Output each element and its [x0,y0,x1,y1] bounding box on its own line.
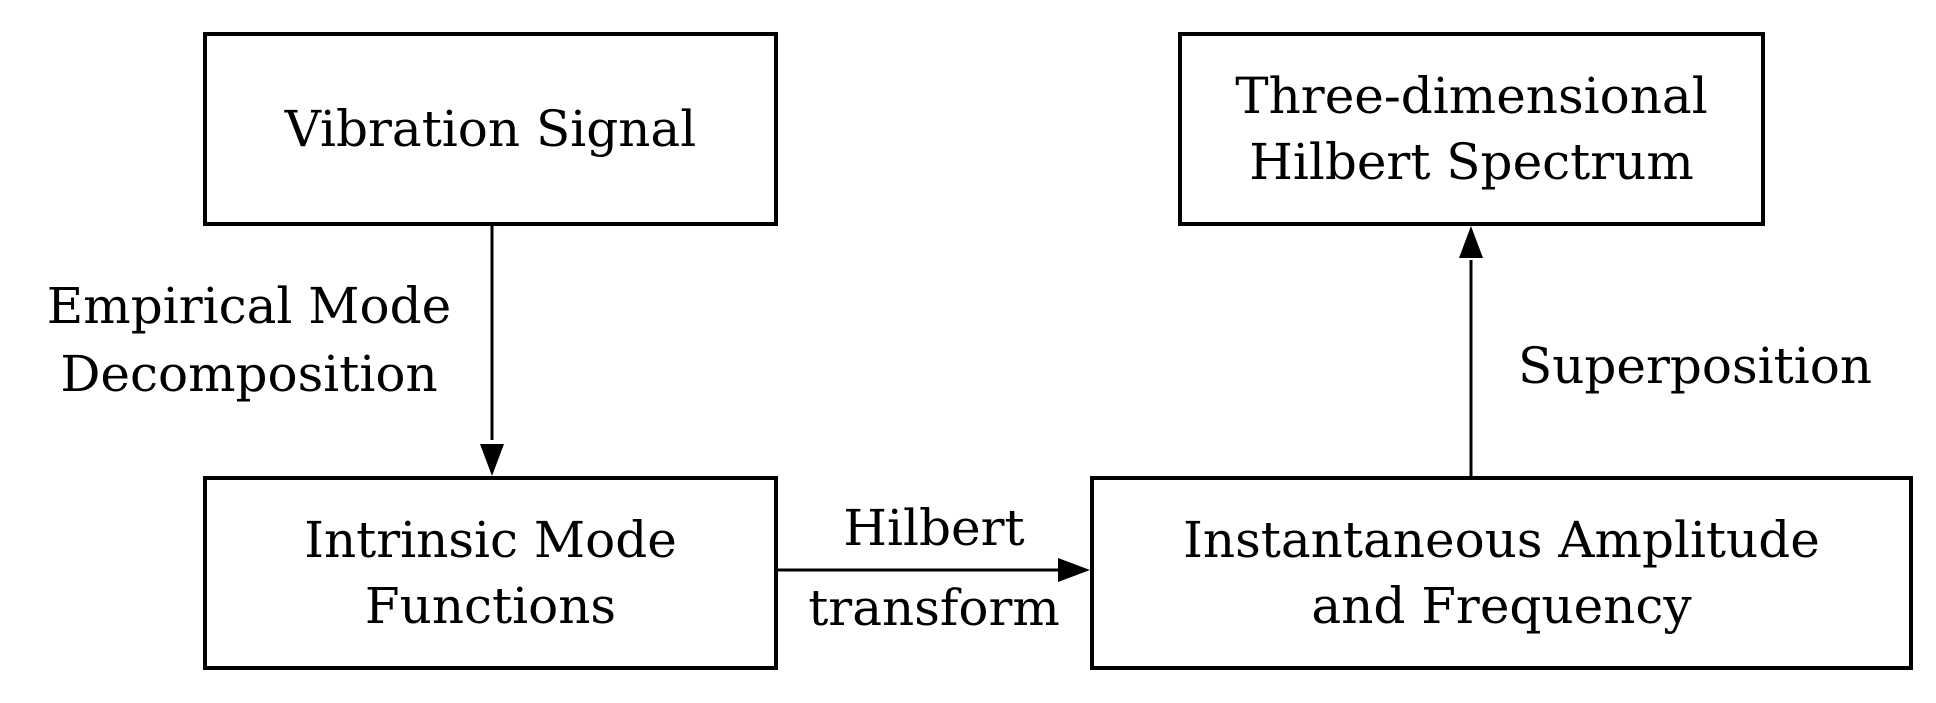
node-vibration-signal: Vibration Signal [203,32,778,226]
node-instantaneous-line-2: and Frequency [1311,577,1692,635]
arrow-hilbert-transform [778,558,1090,582]
edge-label-emd-line-2: Decomposition [14,340,484,408]
node-hilbert-spectrum: Three-dimensional Hilbert Spectrum [1178,32,1765,226]
edge-label-hilbert-transform: Hilbert transform [780,499,1088,637]
node-vibration-signal-line-1: Vibration Signal [284,100,697,158]
arrow-emd [480,226,504,476]
node-intrinsic-mode-functions: Intrinsic Mode Functions [203,476,778,670]
node-imf-line-1: Intrinsic Mode [304,511,677,569]
node-instantaneous-line-1: Instantaneous Amplitude [1183,511,1820,569]
edge-label-emd-line-1: Empirical Mode [14,272,484,340]
node-hilbert-spectrum-line-2: Hilbert Spectrum [1249,133,1694,191]
node-imf-line-2: Functions [364,577,617,635]
edge-label-hilbert-transform-line-2: transform [808,579,1060,637]
edge-label-superposition: Superposition [1480,332,1910,400]
node-hilbert-spectrum-line-1: Three-dimensional [1235,67,1708,125]
node-instantaneous-amplitude-frequency: Instantaneous Amplitude and Frequency [1090,476,1913,670]
arrow-superposition [1459,226,1483,476]
edge-label-emd: Empirical Mode Decomposition [14,272,484,408]
edge-label-hilbert-transform-line-1: Hilbert [843,499,1025,557]
edge-label-superposition-line-1: Superposition [1517,337,1873,395]
